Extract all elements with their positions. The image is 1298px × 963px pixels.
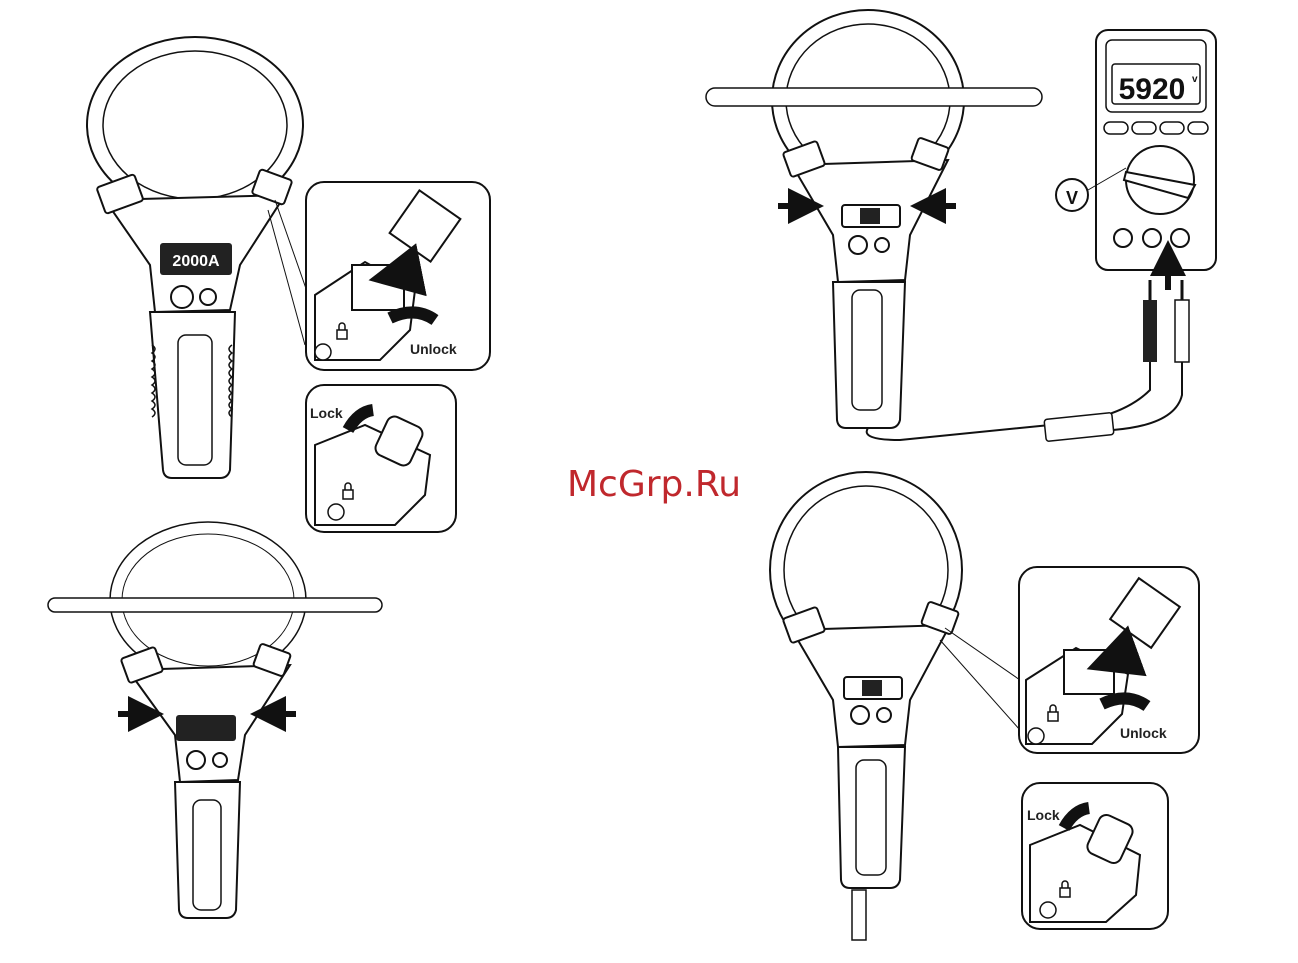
watermark-text: McGrp.Ru [567,464,741,505]
clamp-open-figure-2 [770,472,1020,940]
lock-label: Lock [310,405,343,421]
unlock-callout-top: Unlock [306,182,490,370]
meter-display: 5920 [1119,73,1186,106]
clamp-conductor-figure [48,522,382,918]
lock-label: Lock [1027,807,1060,823]
voltage-badge: V [1066,188,1078,208]
unlock-label: Unlock [1120,725,1167,741]
lock-callout-bottom: Lock [1022,783,1168,929]
unlock-callout-bottom: Unlock [1019,567,1199,753]
arrow-icon [395,270,420,275]
meter-display-unit: v [1192,74,1198,85]
unlock-label: Unlock [410,341,457,357]
clamp-open-figure: 2000A [87,37,310,478]
conductor [706,88,1042,106]
conductor [48,598,382,612]
multimeter: 5920 v V [1056,30,1216,290]
probe-display: 2000A [172,253,220,270]
lock-callout-top: Lock [306,385,456,532]
